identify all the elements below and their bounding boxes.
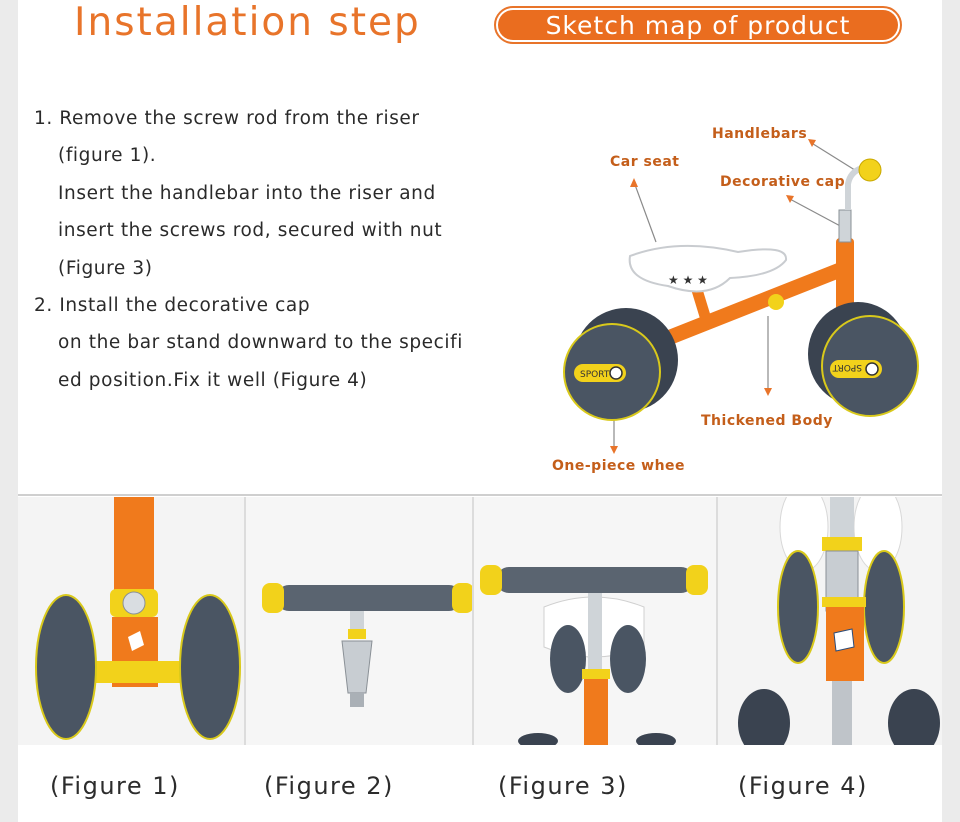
product-page: Installation step Sketch map of product … [18, 0, 942, 822]
right-wheel-label: SPORT [832, 362, 862, 372]
section-divider [18, 494, 942, 496]
step-line: (figure 1). [58, 145, 157, 167]
left-wheel-label: SPORT [580, 370, 610, 380]
figure-2-caption: (Figure 2) [264, 772, 394, 800]
assembled-bike-illustration [474, 497, 716, 745]
sketch-map-badge: Sketch map of product [494, 6, 902, 44]
figure-4-photo [718, 497, 942, 745]
installation-steps: 1. Remove the screw rod from the riser (… [34, 100, 504, 399]
callout-thickened-body: Thickened Body [701, 413, 833, 429]
svg-text:★ ★ ★: ★ ★ ★ [668, 273, 708, 287]
figure-3-photo [474, 497, 718, 745]
balance-bike-illustration: ★ ★ ★ SPORT SPORT [563, 139, 919, 454]
decorative-cap-illustration [718, 497, 942, 745]
figure-4-caption: (Figure 4) [738, 772, 868, 800]
step-line: (Figure 3) [58, 257, 153, 279]
step-line: ed position.Fix it well (Figure 4) [58, 369, 368, 391]
callout-one-piece-wheel: One-piece whee [552, 458, 686, 474]
step-line: 1. Remove the screw rod from the riser [34, 108, 420, 129]
product-sketch: ★ ★ ★ SPORT SPORT Handlebars Car seat De… [518, 110, 938, 490]
figure-2-photo [246, 497, 474, 745]
sketch-map-badge-label: Sketch map of product [498, 10, 898, 40]
handlebar-illustration [246, 497, 472, 745]
step-line: Insert the handlebar into the riser and [58, 182, 436, 204]
callout-decorative-cap: Decorative cap [720, 174, 846, 190]
page-title: Installation step [74, 0, 421, 45]
step-line: insert the screws rod, secured with nut [58, 220, 443, 242]
step-line: 2. Install the decorative cap [34, 294, 311, 316]
figure-3-caption: (Figure 3) [498, 772, 628, 800]
step-line: on the bar stand downward to the specifi [58, 332, 464, 354]
callout-car-seat: Car seat [610, 154, 680, 170]
figure-1-photo [18, 497, 246, 745]
callout-handlebars: Handlebars [712, 126, 808, 142]
riser-closeup-illustration [18, 497, 244, 745]
figure-1-caption: (Figure 1) [50, 772, 180, 800]
